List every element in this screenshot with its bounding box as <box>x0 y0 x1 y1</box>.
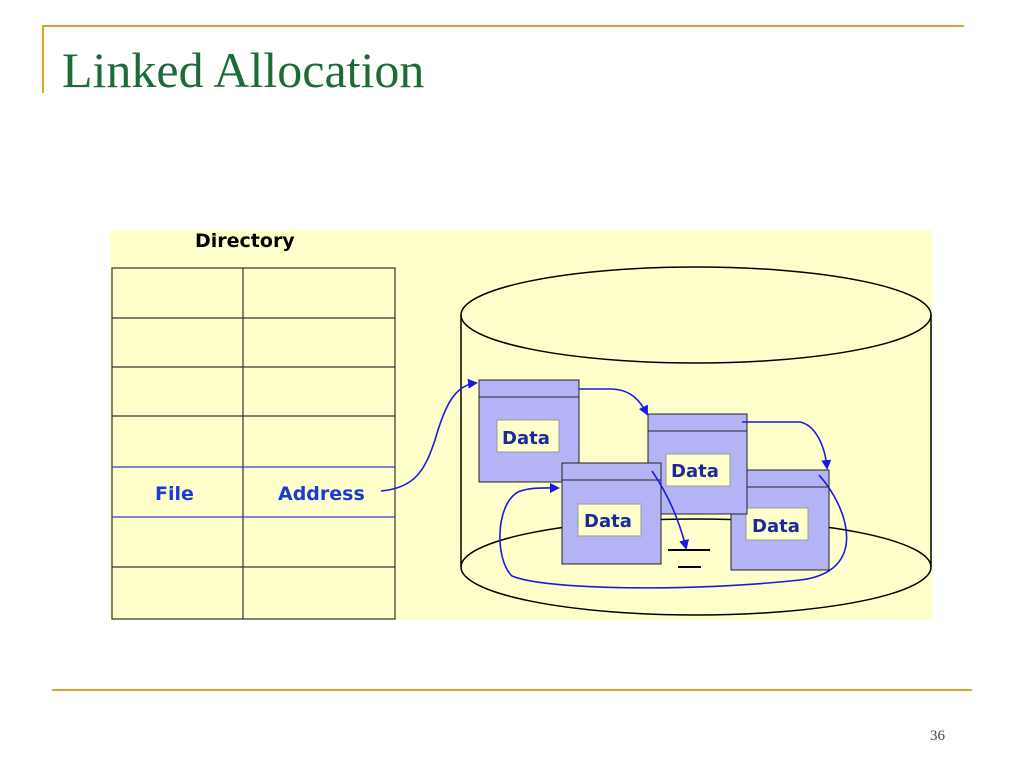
disk-cylinder <box>460 266 932 616</box>
block-1-to-block-2-arrow <box>579 388 648 416</box>
left-accent-line <box>42 25 44 93</box>
pointer-arrows <box>380 378 848 589</box>
block-4-label: Data <box>752 516 800 537</box>
block-1-label: Data <box>502 428 550 449</box>
disk-block-2: Data <box>647 413 748 515</box>
block-2-to-block-4-arrow <box>742 421 832 470</box>
directory-highlight-lines <box>112 466 395 518</box>
address-to-block-1-arrow <box>380 378 478 492</box>
bottom-accent-line <box>52 689 972 691</box>
directory-title: Directory <box>195 230 295 252</box>
disk-block-3: Data <box>561 462 662 565</box>
block-3-to-null-arrow <box>651 470 689 550</box>
block-2-label: Data <box>671 461 719 482</box>
block-3-label: Data <box>584 511 632 532</box>
disk-block-4: Data <box>730 469 830 571</box>
directory-file-cell: File <box>155 483 194 505</box>
directory-address-cell: Address <box>278 483 365 505</box>
directory-table <box>111 267 396 620</box>
block-4-to-block-3-arrow <box>499 474 848 589</box>
null-pointer-symbol <box>668 549 710 568</box>
top-accent-line <box>42 25 964 27</box>
slide-title: Linked Allocation <box>62 42 425 98</box>
page-number: 36 <box>930 728 945 744</box>
